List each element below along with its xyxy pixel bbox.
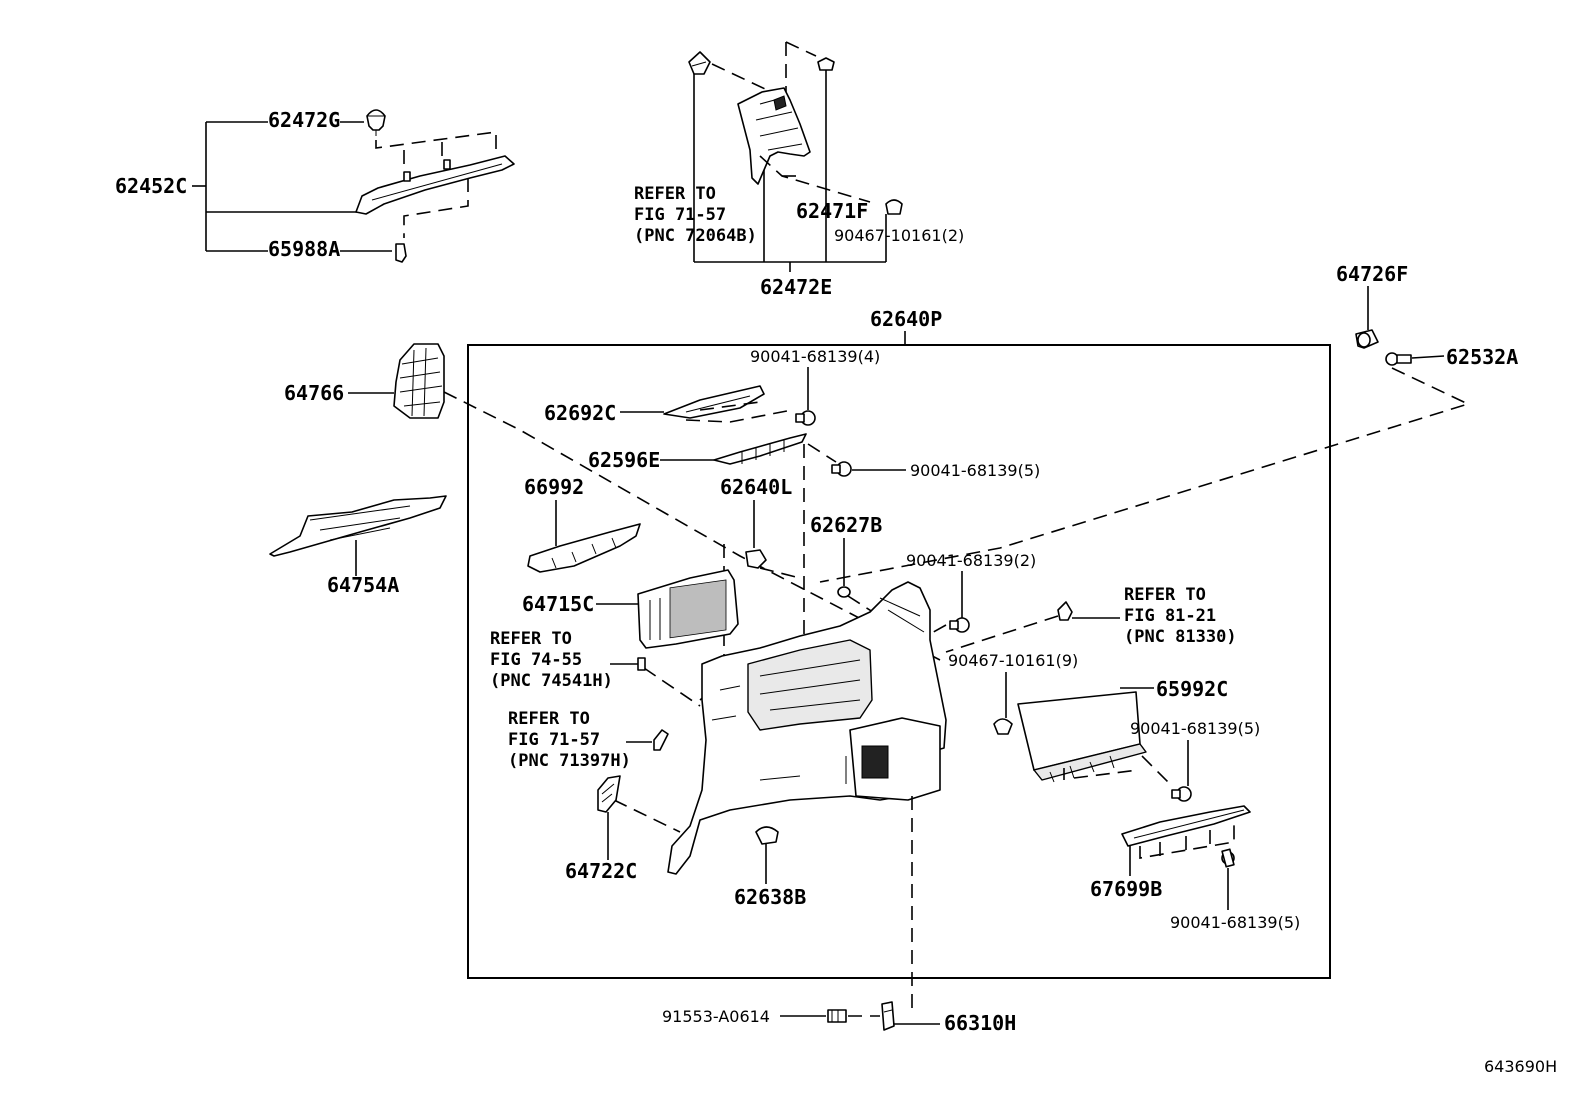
retainer-64726F [1355,329,1379,349]
pillar-trim-62471F [737,87,811,185]
clip-62472G [366,109,386,136]
label-62452C: 62452C [115,174,187,198]
cover-64766 [393,343,445,419]
refer-note-2-line3: (PNC 81330) [1124,627,1237,647]
label-66310H: 66310H [944,1011,1016,1035]
label-64722C: 64722C [565,859,637,883]
label-65988A: 65988A [268,237,340,261]
garnish-62452C [355,155,515,215]
label-90041-68139-4: 90041-68139(4) [750,347,880,366]
refer-note-2-line1: REFER TO [1124,585,1206,605]
label-62627B: 62627B [810,513,882,537]
speaker-grille-64715C [637,569,739,649]
label-62532A: 62532A [1446,345,1518,369]
label-62640L: 62640L [720,475,792,499]
refer-note-1-line3: (PNC 72064B) [634,226,757,246]
clip-62638B [755,826,779,845]
label-67699B: 67699B [1090,877,1162,901]
label-62640P: 62640P [870,307,942,331]
label-65992C: 65992C [1156,677,1228,701]
refer-note-3-line1: REFER TO [490,629,572,649]
assembly-frame-62640P [467,344,1331,979]
screw-90041-68139-5b [1171,786,1192,802]
label-64754A: 64754A [327,573,399,597]
refer-note-3-line2: FIG 74-55 [490,650,582,670]
label-62692C: 62692C [544,401,616,425]
bracket-66992 [527,523,641,573]
refer-note-4-line3: (PNC 71397H) [508,751,631,771]
label-62638B: 62638B [734,885,806,909]
cover-64722C [597,775,621,813]
label-90041-68139-5c: 90041-68139(5) [1170,913,1300,932]
clip-90467-10161-9 [993,718,1013,735]
label-66992: 66992 [524,475,584,499]
grommet-62627B [837,586,851,598]
label-91553-A0614: 91553-A0614 [662,1007,770,1026]
label-90467-10161-2: 90467-10161(2) [834,226,964,245]
clip-62640L [745,549,767,569]
bracket-66310H [881,1001,895,1031]
scuff-plate-67699B [1121,805,1251,847]
refer-note-4-line2: FIG 71-57 [508,730,600,750]
screw-90041-68139-4 [795,410,816,426]
bolt-62532A [1385,352,1412,366]
quarter-trim-panel-62640P [667,581,947,875]
label-90041-68139-5b: 90041-68139(5) [1130,719,1260,738]
clip-71397H [653,729,669,751]
screw-90041-68139-5a [831,461,852,477]
tray-65992C [1017,691,1147,783]
bracket-62596E [713,433,807,465]
clip-81330 [1057,601,1073,621]
bolt-91553-A0614 [827,1009,847,1023]
clip-upper-left [688,51,711,75]
label-90041-68139-2: 90041-68139(2) [906,551,1036,570]
refer-note-1-line2: FIG 71-57 [634,205,726,225]
refer-note-1-line1: REFER TO [634,184,716,204]
refer-note-2-line2: FIG 81-21 [1124,606,1216,626]
screw-90041-68139-5c [1221,848,1235,868]
screw-90041-68139-2 [949,617,970,633]
refer-note-3-line3: (PNC 74541H) [490,671,613,691]
figure-code: 643690H [1484,1057,1557,1076]
label-62472E: 62472E [760,275,832,299]
label-64715C: 64715C [522,592,594,616]
clip-74541H [637,657,646,671]
label-90041-68139-5a: 90041-68139(5) [910,461,1040,480]
panel-62692C [663,385,765,419]
label-64766: 64766 [284,381,344,405]
label-90467-10161-9: 90467-10161(9) [948,651,1078,670]
refer-note-4-line1: REFER TO [508,709,590,729]
label-64726F: 64726F [1336,262,1408,286]
label-62471F: 62471F [796,199,868,223]
clip-upper-right [817,57,835,71]
clip-65988A [395,243,407,263]
clip-62471F [885,199,903,215]
label-62472G: 62472G [268,108,340,132]
trim-64754A [269,495,447,557]
label-62596E: 62596E [588,448,660,472]
